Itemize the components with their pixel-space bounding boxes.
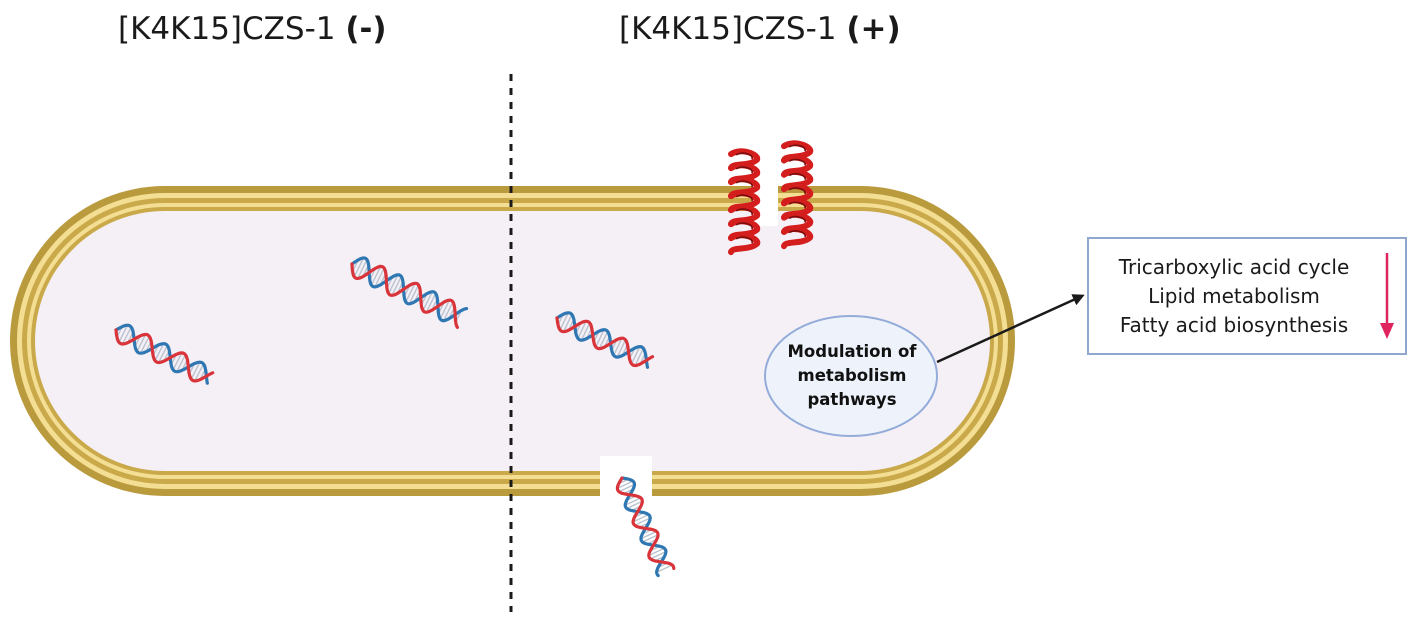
pathway-list: Tricarboxylic acid cycle Lipid metabolis…	[1089, 253, 1379, 340]
pathway-item: Fatty acid biosynthesis	[1119, 313, 1349, 337]
peptide-layer	[728, 140, 814, 256]
pathway-item: Tricarboxylic acid cycle	[1118, 255, 1350, 279]
title-untreated-compound: [K4K15]CZS-1	[118, 11, 336, 47]
dna-layer	[114, 256, 676, 578]
dna-helix-left	[114, 323, 215, 385]
peptide-helix-2	[781, 140, 814, 250]
pathway-item: Lipid metabolism	[1148, 284, 1320, 308]
metabolism-bubble-label: Modulation of metabolism pathways	[766, 316, 938, 436]
bubble-line: Modulation of	[787, 342, 917, 361]
peptide-helix-1	[728, 148, 761, 256]
connector-arrow	[936, 294, 1085, 364]
bubble-line: pathways	[807, 390, 897, 409]
dna-helix-right	[555, 311, 655, 369]
title-treated-sign: (+)	[846, 11, 901, 47]
dna-helix-middle	[350, 256, 469, 329]
title-untreated-sign: (-)	[345, 11, 387, 47]
title-treated: [K4K15]CZS-1 (+)	[619, 6, 901, 52]
title-untreated: [K4K15]CZS-1 (-)	[118, 6, 387, 52]
title-treated-compound: [K4K15]CZS-1	[619, 11, 837, 47]
metabolism-bubble	[764, 315, 938, 437]
dna-helix-leaking	[615, 476, 676, 578]
pathway-box: Tricarboxylic acid cycle Lipid metabolis…	[1087, 237, 1407, 355]
downregulation-arrow-icon	[1380, 253, 1394, 339]
bubble-line: metabolism	[797, 366, 907, 385]
